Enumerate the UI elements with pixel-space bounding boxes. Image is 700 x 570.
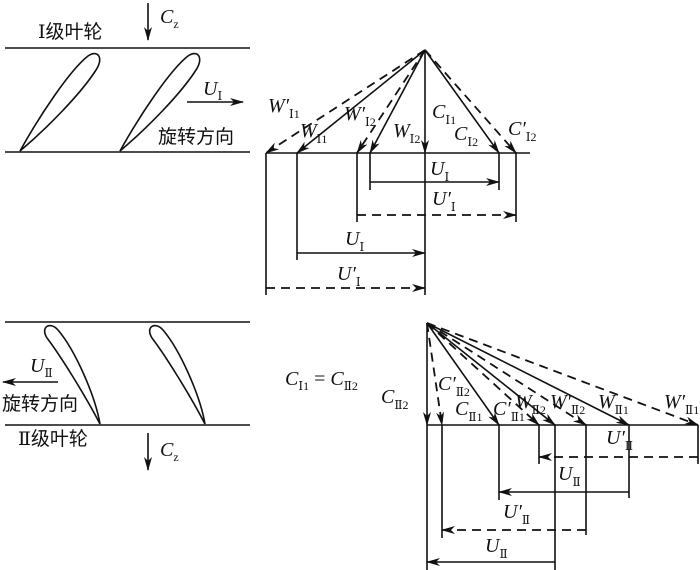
c-prime-i2-arrow [424,49,517,154]
c-prime-ii2-arrow [426,322,445,426]
w-prime-i2-arrow [356,49,426,154]
w-ii1-label: WⅡ1 [598,391,629,417]
equation-label: CⅠ1 = CⅡ2 [285,368,358,393]
w-i2-arrow [369,49,426,154]
blade [43,324,101,425]
u-ii-label: UⅡ [558,463,581,489]
w-prime-i1-arrow [265,49,426,154]
w-i1-arrow [296,49,426,154]
c-ii2-label: CⅡ2 [381,386,409,412]
c-i2-label: CⅠ2 [454,123,478,149]
axial-velocity-label: Cz [160,6,179,31]
w-prime-ii1-arrow [426,322,699,426]
rotation-direction-label: 旋转方向 [158,126,234,148]
w-i2-label: WⅠ2 [393,120,420,146]
w-prime-i1-label: W′Ⅰ1 [268,95,300,121]
c-prime-ii1-arrow [426,322,540,426]
stage2-title: Ⅱ级叶轮 [18,428,88,450]
c-ii1-arrow [426,322,500,426]
u-i-label: UⅠ [345,228,364,254]
stage1-title: Ⅰ级叶轮 [38,21,103,43]
u-ii-label: UⅡ [485,535,508,561]
w-prime-ii2-label: W′Ⅱ2 [550,391,585,417]
c-prime-ii2-label: C′Ⅱ2 [438,373,470,399]
stage2-cascade: Ⅱ级叶轮 旋转方向 Cz UⅡ [2,321,250,471]
blade [19,52,101,152]
blade [148,324,206,425]
w-ii1-arrow [426,322,630,426]
stage1-cascade: Ⅰ级叶轮 旋转方向 Cz UⅠ [5,3,250,153]
u-prime-ii-label: U′Ⅱ [606,427,633,453]
w-ii2-arrow [426,322,556,426]
c-ii1-label: CⅡ1 [455,398,483,424]
blade [119,52,201,152]
u-prime-ii-label: U′Ⅱ [503,501,530,527]
w-prime-i2-label: W′Ⅰ2 [344,103,376,129]
u-i-label: UⅠ [430,158,449,184]
c-i2-arrow [424,49,500,154]
c-prime-ii1-label: C′Ⅱ1 [493,398,525,424]
w-i1-label: WⅠ1 [300,120,327,146]
blade-speed-label: UⅠ [203,78,222,103]
w-ii2-label: WⅡ2 [515,391,546,417]
axial-velocity-label: Cz [160,439,179,464]
c-prime-i2-label: C′Ⅰ2 [508,118,536,144]
u-prime-i-label: U′Ⅰ [432,188,456,214]
w-prime-ii2-arrow [426,322,587,426]
w-prime-ii1-label: W′Ⅱ1 [664,391,699,417]
c-i1-label: CⅠ1 [432,101,456,127]
u-prime-i-label: U′Ⅰ [337,263,361,289]
blade-speed-label: UⅡ [30,355,53,380]
rotation-direction-label: 旋转方向 [2,393,78,415]
